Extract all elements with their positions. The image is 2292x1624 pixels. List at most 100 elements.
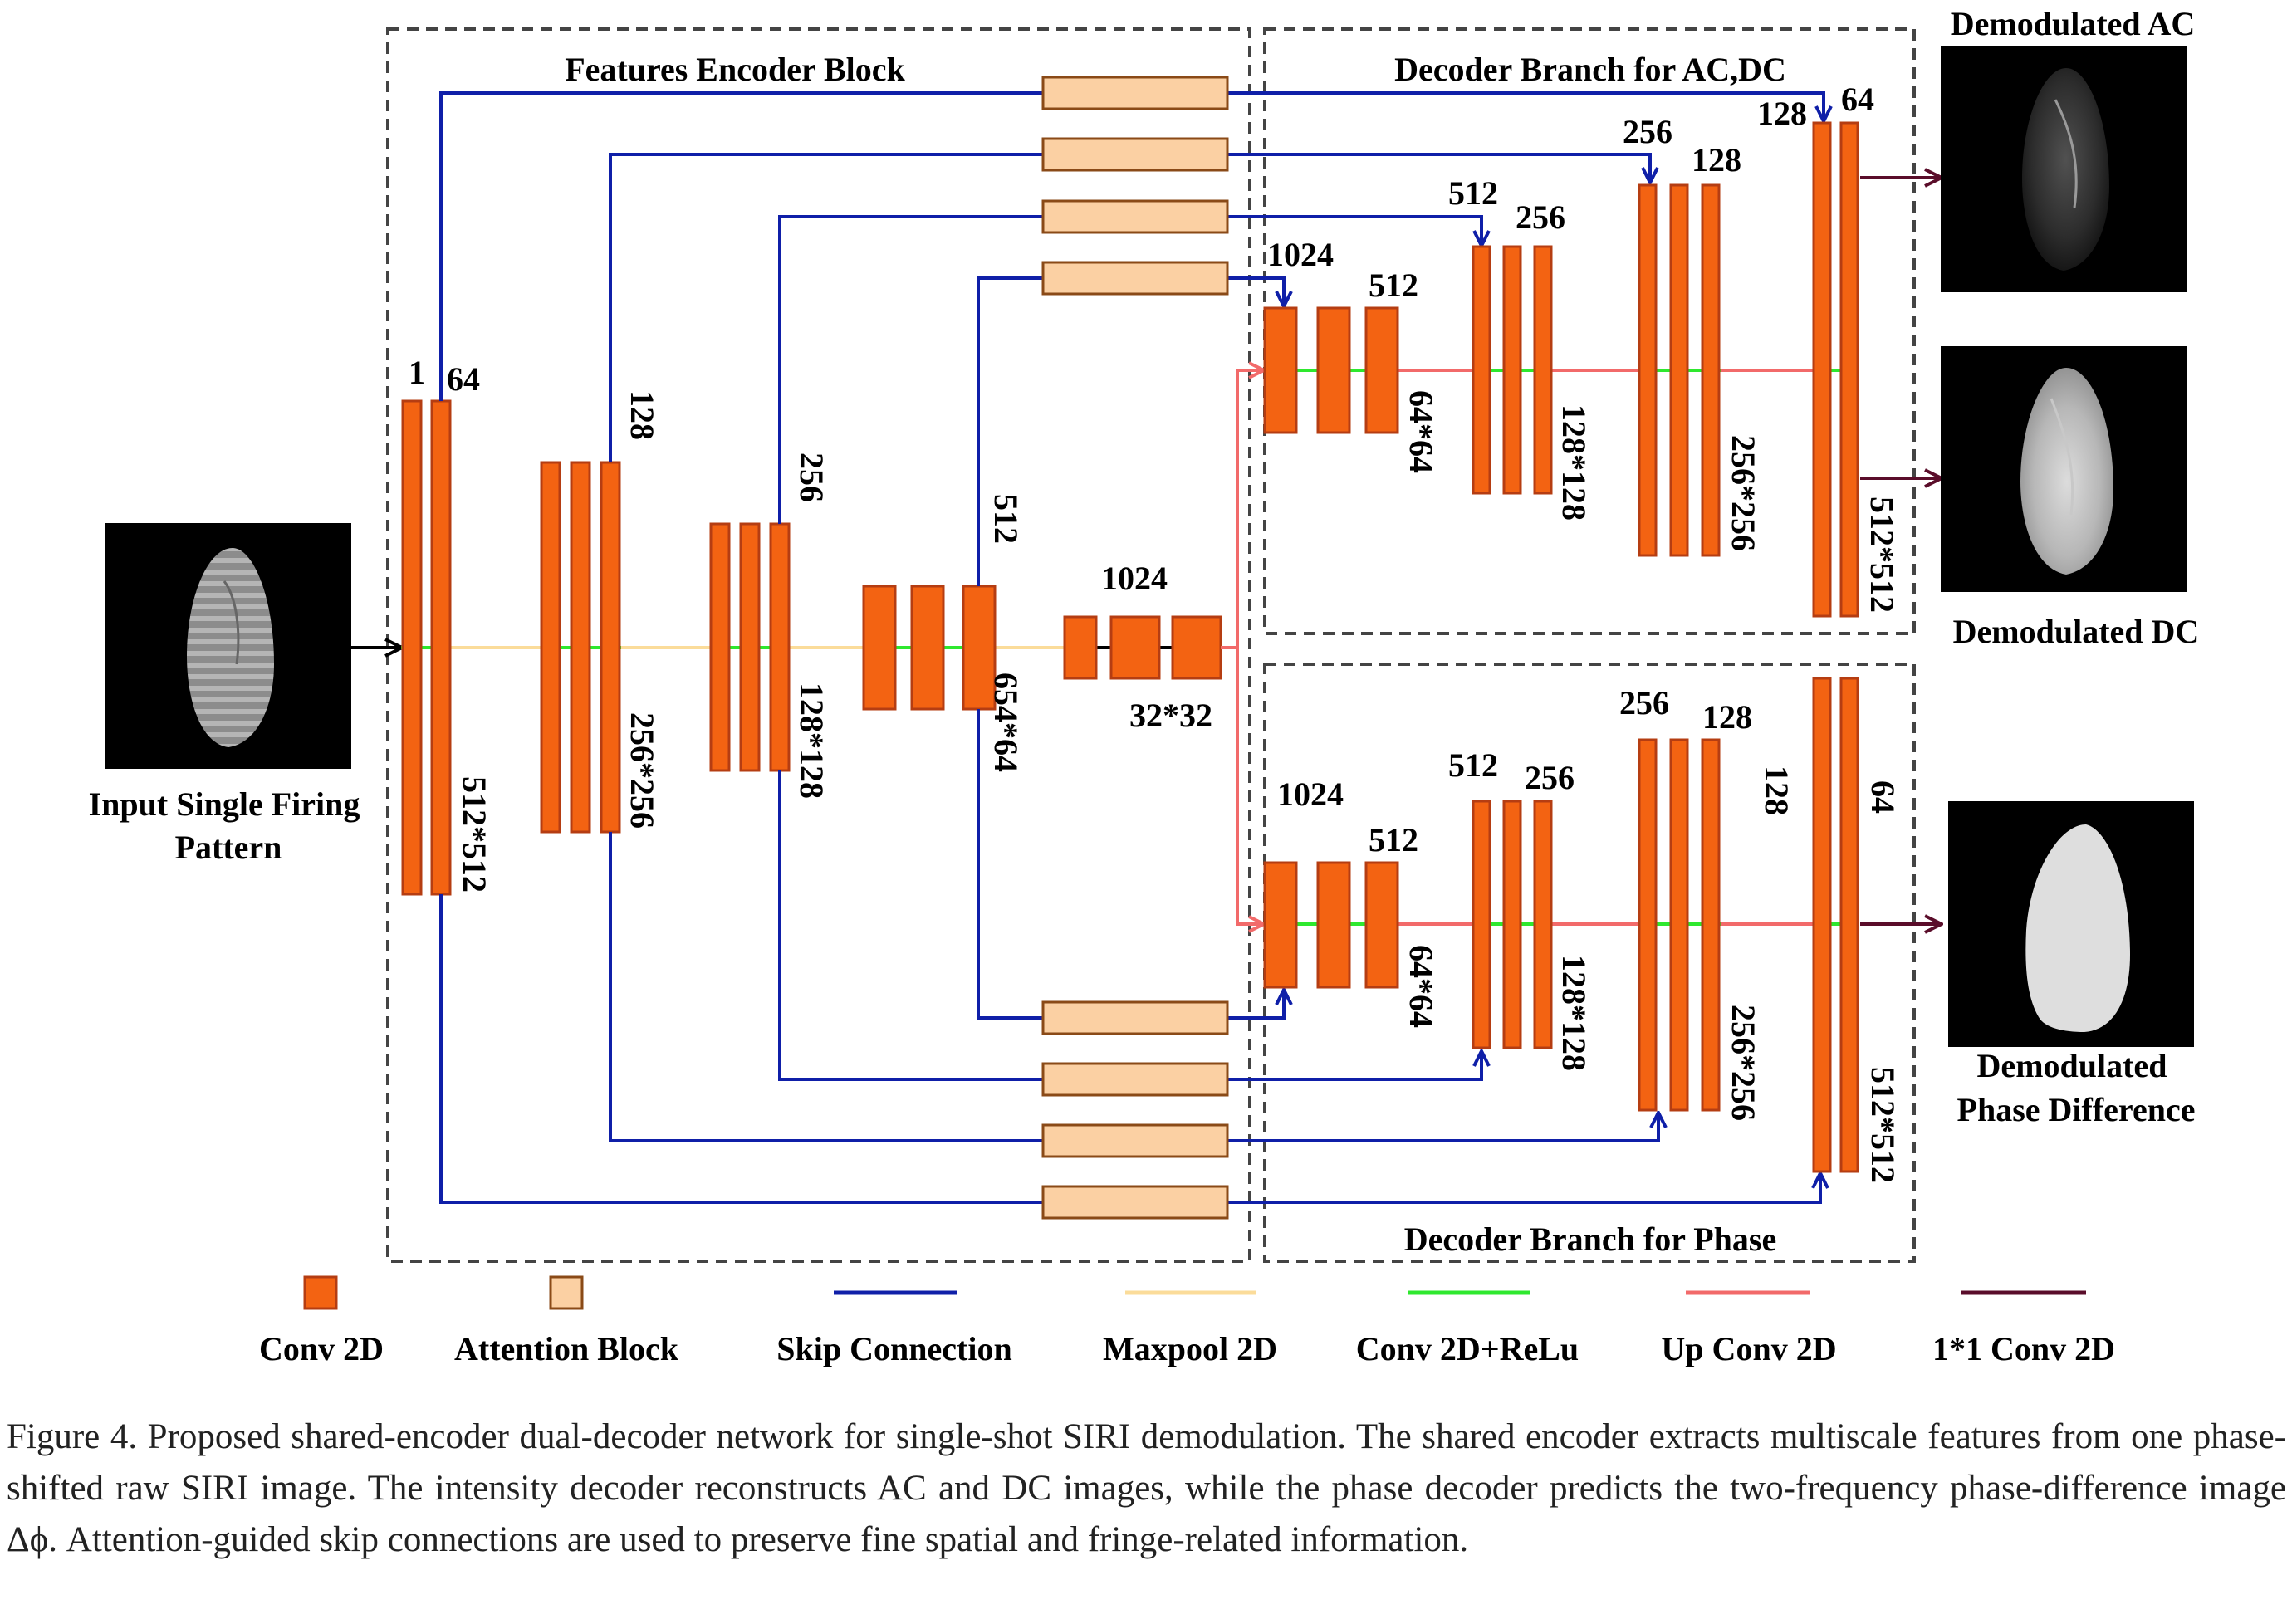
enc-label-32x32: 32*32 (1129, 697, 1212, 734)
bottom-dec-label-64x64: 64*64 (1403, 945, 1440, 1028)
bottom-dec-conv-2a (1472, 800, 1491, 1049)
upconv-to-top-decoder (1221, 370, 1262, 649)
bottom-dec-label-512: 512 (1369, 821, 1418, 858)
attention-block-top-1 (1041, 76, 1229, 110)
bottom-dec-label-512x512: 512*512 (1864, 1067, 1902, 1183)
bottom-dec-conv-3a (1638, 738, 1658, 1112)
enc-conv-5a (1063, 615, 1098, 680)
top-dec-conv-4a (1812, 121, 1832, 618)
bottom-dec-label-64: 64 (1864, 780, 1902, 814)
decoder-acdc-title: Decoder Branch for AC,DC (1394, 51, 1786, 88)
top-dec-label-128: 128 (1692, 141, 1741, 179)
enc-conv-4c (962, 585, 997, 711)
bottom-dec-conv-1a (1263, 861, 1298, 989)
decoder-phase-title: Decoder Branch for Phase (1404, 1220, 1776, 1258)
enc-conv-5b (1109, 615, 1161, 680)
top-dec-label-512x512: 512*512 (1863, 496, 1901, 613)
decoder-phase-frame (1263, 663, 1916, 1263)
bottom-dec-label-512b: 512 (1448, 746, 1498, 784)
top-dec-conv-3c (1701, 183, 1721, 557)
bottom-dec-conv-1b (1316, 861, 1351, 989)
bottom-dec-conv-4a (1812, 677, 1832, 1173)
top-dec-conv-1a (1263, 306, 1298, 434)
legend-label-conv: Conv 2D (259, 1330, 384, 1367)
top-dec-label-64x64: 64*64 (1403, 390, 1440, 473)
top-dec-label-128x128: 128*128 (1555, 404, 1593, 521)
attention-block-bottom-2 (1041, 1062, 1229, 1097)
legend-label-relu: Conv 2D+ReLu (1356, 1330, 1579, 1367)
enc-label-in: 1 (409, 354, 425, 391)
attention-block-bottom-1 (1041, 1000, 1229, 1035)
output-dc-label: Demodulated DC (1953, 613, 2200, 650)
legend-label-upconv: Up Conv 2D (1661, 1330, 1836, 1367)
enc-label-128x128: 128*128 (793, 682, 830, 799)
top-dec-conv-2a (1472, 245, 1491, 495)
top-dec-conv-3b (1669, 183, 1689, 557)
enc-conv-5c (1171, 615, 1222, 680)
upconv-to-bottom-decoder (1221, 646, 1262, 924)
enc-label-512x512: 512*512 (456, 776, 493, 893)
top-dec-conv-2b (1502, 245, 1522, 495)
enc-label-256x256: 256*256 (624, 712, 661, 829)
enc-conv-1a (401, 399, 423, 896)
top-dec-label-128b: 128 (1757, 95, 1807, 132)
attention-block-top-2 (1041, 137, 1229, 172)
bottom-dec-label-256: 256 (1525, 759, 1575, 796)
legend-label-skip: Skip Connection (776, 1330, 1011, 1367)
legend-swatch-conv (303, 1275, 338, 1310)
top-dec-conv-1b (1316, 306, 1351, 434)
bottom-dec-conv-3c (1701, 738, 1721, 1112)
enc-label-64: 64 (447, 360, 480, 398)
bottom-dec-label-128: 128 (1702, 698, 1752, 736)
bottom-dec-label-128x128: 128*128 (1555, 955, 1593, 1071)
bottom-dec-conv-2b (1502, 800, 1522, 1049)
input-label: Input Single Firing Pattern (89, 785, 369, 866)
enc-conv-4a (862, 585, 897, 711)
attention-block-bottom-4 (1041, 1185, 1229, 1220)
encoder-title: Features Encoder Block (565, 51, 905, 88)
enc-label-1024: 1024 (1101, 560, 1168, 597)
bottom-dec-label-128b: 128 (1758, 766, 1795, 815)
bottom-dec-label-256x256: 256*256 (1725, 1005, 1762, 1121)
top-dec-conv-1c (1364, 306, 1399, 434)
attention-block-top-4 (1041, 261, 1229, 296)
bottom-dec-label-1024: 1024 (1277, 775, 1344, 813)
figure-caption: Figure 4. Proposed shared-encoder dual-d… (7, 1417, 2286, 1559)
legend-label-oneconv: 1*1 Conv 2D (1932, 1330, 2115, 1367)
bottom-dec-conv-4b (1839, 677, 1859, 1173)
top-dec-label-64: 64 (1841, 81, 1874, 118)
top-dec-label-1024: 1024 (1267, 236, 1334, 273)
bottom-dec-conv-3b (1669, 738, 1689, 1112)
top-dec-conv-2c (1533, 245, 1553, 495)
top-dec-conv-4b (1839, 121, 1859, 618)
top-dec-label-512b: 512 (1448, 174, 1498, 212)
top-dec-label-256b: 256 (1623, 113, 1672, 150)
output-ac-image (1941, 46, 2187, 292)
legend: Conv 2D Attention Block Skip Connection … (259, 1275, 2115, 1367)
attention-block-top-3 (1041, 199, 1229, 234)
top-dec-label-256: 256 (1516, 198, 1565, 236)
top-dec-label-256x256: 256*256 (1725, 435, 1762, 551)
enc-label-64x64: 654*64 (987, 673, 1025, 772)
enc-conv-3c (769, 522, 791, 772)
enc-conv-2c (600, 461, 621, 834)
enc-conv-2a (540, 461, 561, 834)
input-image (105, 523, 351, 769)
enc-conv-1b (430, 399, 452, 896)
legend-label-maxpool: Maxpool 2D (1103, 1330, 1277, 1367)
enc-label-128: 128 (624, 390, 661, 440)
bottom-dec-label-256b: 256 (1619, 684, 1669, 722)
enc-label-512: 512 (987, 494, 1025, 544)
legend-swatch-attention (549, 1275, 584, 1310)
output-phase-label: Demodulated Phase Difference (1957, 1047, 2196, 1128)
legend-label-attention: Attention Block (454, 1330, 679, 1367)
top-dec-conv-3a (1638, 183, 1658, 557)
output-ac-label: Demodulated AC (1951, 5, 2195, 42)
enc-conv-2b (570, 461, 591, 834)
output-phase-image (1948, 801, 2194, 1047)
enc-conv-3b (739, 522, 761, 772)
bottom-dec-conv-2c (1533, 800, 1553, 1049)
bottom-dec-conv-1c (1364, 861, 1399, 989)
attention-block-bottom-3 (1041, 1123, 1229, 1158)
